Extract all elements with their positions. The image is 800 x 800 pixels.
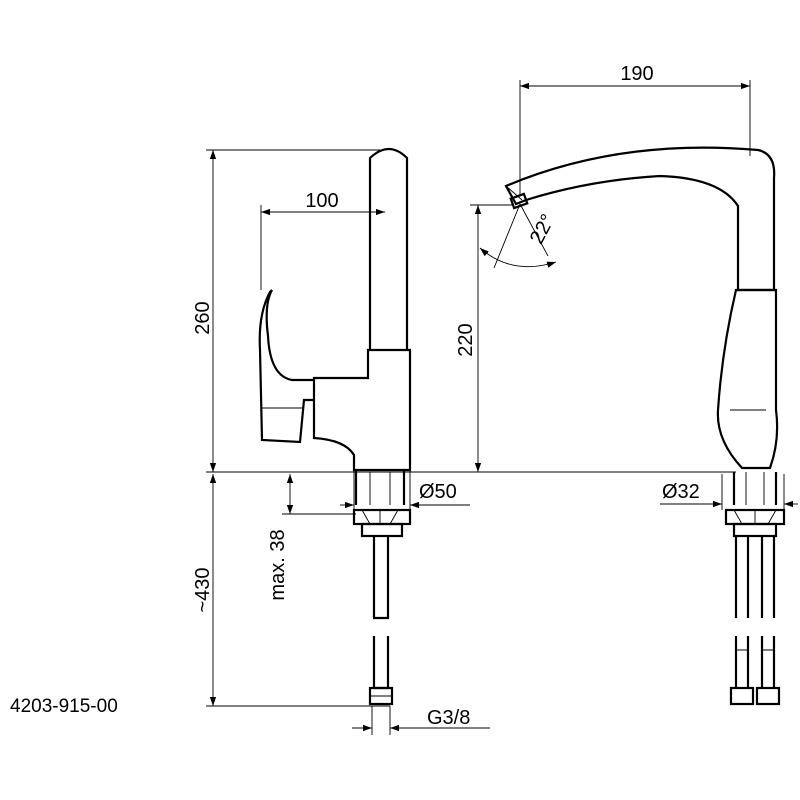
dim-spout-angle: 22° [526, 211, 560, 248]
dim-total-height: 260 [192, 301, 214, 334]
dim-body-diameter: Ø50 [419, 481, 457, 503]
dim-thread: G3/8 [427, 707, 470, 729]
dim-handle-offset: 100 [305, 190, 338, 212]
dim-base-diameter: Ø32 [662, 481, 700, 503]
dim-max-counter: max. 38 [267, 529, 289, 600]
dim-hose-length: ~430 [192, 567, 214, 612]
front-view: 190 220 22° Ø32 [455, 63, 798, 706]
dim-spout-reach: 190 [620, 63, 653, 85]
dim-spout-height: 220 [455, 323, 477, 356]
side-view: 260 ~430 100 max. 38 Ø50 G3/8 [192, 147, 490, 735]
part-number: 4203-915-00 [10, 696, 118, 717]
